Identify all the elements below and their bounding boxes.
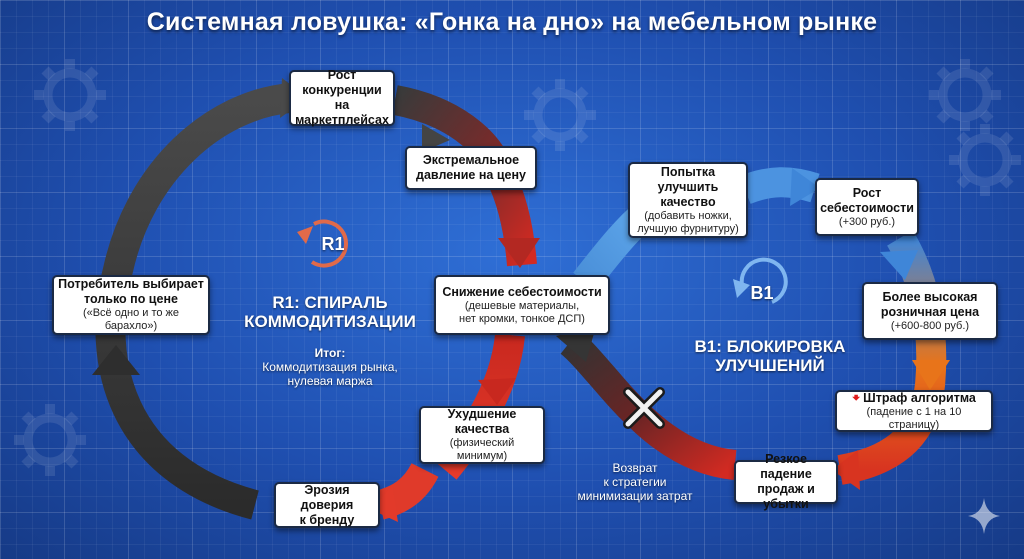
node-title: конкуренции на — [302, 83, 382, 112]
node-competition: Рост конкуренции на маркетплейсах — [289, 68, 395, 127]
node-title: Более высокая — [882, 289, 978, 304]
node-title: давление на цену — [416, 168, 526, 182]
node-consumer: Потребитель выбирает только по цене («Вс… — [52, 275, 210, 335]
return-note: Возврат к стратегии минимизации затрат — [560, 461, 710, 503]
r1-loop-name: R1: СПИРАЛЬ КОММОДИТИЗАЦИИ — [232, 293, 428, 331]
node-improve: Попытка улучшить качество (добавить ножк… — [628, 162, 748, 238]
node-title: только по цене — [84, 292, 178, 306]
b1-loop-name: B1: БЛОКИРОВКА УЛУЧШЕНИЙ — [680, 337, 860, 375]
node-title: Экстремальное — [422, 153, 520, 167]
sparkle-icon — [968, 498, 1000, 534]
node-subtitle: (падение с 1 на 10 страницу) — [866, 406, 962, 431]
arrowhead — [478, 378, 516, 405]
node-title: Попытка — [660, 164, 716, 179]
node-sales-drop: Резкое падение продаж и убытки — [734, 452, 838, 511]
r1-result-line1: Коммодитизация рынка, — [262, 360, 398, 374]
arrowhead — [790, 168, 820, 206]
node-title: Рост — [327, 68, 357, 82]
page-title: Системная ловушка: «Гонка на дно» на меб… — [146, 8, 878, 36]
node-cost-rise: Рост себестоимости (+300 руб.) — [815, 178, 919, 236]
return-note-line2: к стратегии — [603, 475, 667, 489]
node-title: себестоимости — [820, 200, 914, 215]
b1-badge-label: B1 — [750, 283, 774, 303]
r1-result-line2: нулевая маржа — [287, 374, 373, 388]
node-subtitle: (+600-800 руб.) — [890, 319, 970, 332]
arrowhead — [422, 124, 450, 152]
gear-icon — [929, 59, 1001, 131]
r1-badge-label: R1 — [321, 234, 345, 254]
node-title: Потребитель выбирает — [58, 277, 204, 291]
node-subtitle: (+300 руб.) — [838, 215, 896, 228]
node-price-pressure: Экстремальное давление на цену — [405, 146, 537, 190]
node-title-row: 🠻Штраф алгоритма — [852, 390, 976, 406]
arrowhead — [880, 250, 918, 280]
node-higher-price: Более высокая розничная цена (+600-800 р… — [862, 282, 998, 340]
node-subtitle: (добавить ножки, — [644, 209, 732, 222]
node-title: Эрозия доверия — [300, 482, 354, 512]
node-title: качества — [454, 422, 510, 436]
node-quality-drop: Ухудшение качества (физический минимум) — [419, 406, 545, 464]
node-title: Снижение себестоимости — [442, 284, 602, 299]
node-cost-cut: Снижение себестоимости (дешевые материал… — [434, 275, 610, 335]
arrowhead — [912, 360, 950, 390]
node-title: Ухудшение — [447, 407, 517, 421]
arrowhead — [832, 450, 860, 490]
node-title: Штраф алгоритма — [863, 391, 976, 405]
node-title: к бренду — [299, 512, 355, 527]
r1-result: Итог: Коммодитизация рынка, нулевая марж… — [240, 346, 420, 388]
node-title: Рост — [852, 185, 882, 200]
circular-arrow-icon — [297, 219, 348, 268]
b1-loop-name-line1: B1: БЛОКИРОВКА — [694, 337, 846, 356]
node-trust-erosion: Эрозия доверия к бренду — [274, 482, 380, 528]
node-title: маркетплейсах — [295, 113, 389, 127]
r1-result-heading: Итог: — [314, 346, 346, 360]
down-arrow-icon: 🠻 — [852, 390, 861, 405]
circular-arrow-icon — [733, 257, 788, 304]
node-title: продаж и убытки — [757, 482, 815, 511]
return-note-line1: Возврат — [612, 461, 658, 475]
r1-loop-name-line2: КОММОДИТИЗАЦИИ — [244, 312, 416, 331]
arrowhead — [556, 326, 596, 362]
node-subtitle: («Всё одно и то же барахло») — [82, 307, 180, 332]
node-subtitle: (физический минимум) — [449, 437, 515, 462]
node-subtitle: лучшую фурнитуру) — [637, 222, 739, 235]
gear-icon — [949, 124, 1021, 196]
return-note-line3: минимизации затрат — [577, 489, 693, 503]
gear-icon — [524, 79, 596, 151]
node-title: Резкое падение — [760, 452, 812, 481]
arrowhead — [92, 345, 140, 375]
node-subtitle: (дешевые материалы, — [464, 299, 580, 312]
cross-icon — [623, 387, 665, 429]
node-title: улучшить качество — [657, 179, 719, 209]
node-penalty: 🠻Штраф алгоритма (падение с 1 на 10 стра… — [835, 390, 993, 432]
b1-loop-name-line2: УЛУЧШЕНИЙ — [715, 356, 825, 375]
r1-loop-name-line1: R1: СПИРАЛЬ — [272, 293, 388, 312]
loop-r1-left-arrow — [95, 83, 292, 520]
node-title: розничная цена — [880, 304, 980, 319]
arrowhead — [498, 238, 540, 268]
gear-icon — [34, 59, 106, 131]
gear-icon — [14, 404, 86, 476]
node-subtitle: нет кромки, тонкое ДСП) — [459, 312, 585, 325]
